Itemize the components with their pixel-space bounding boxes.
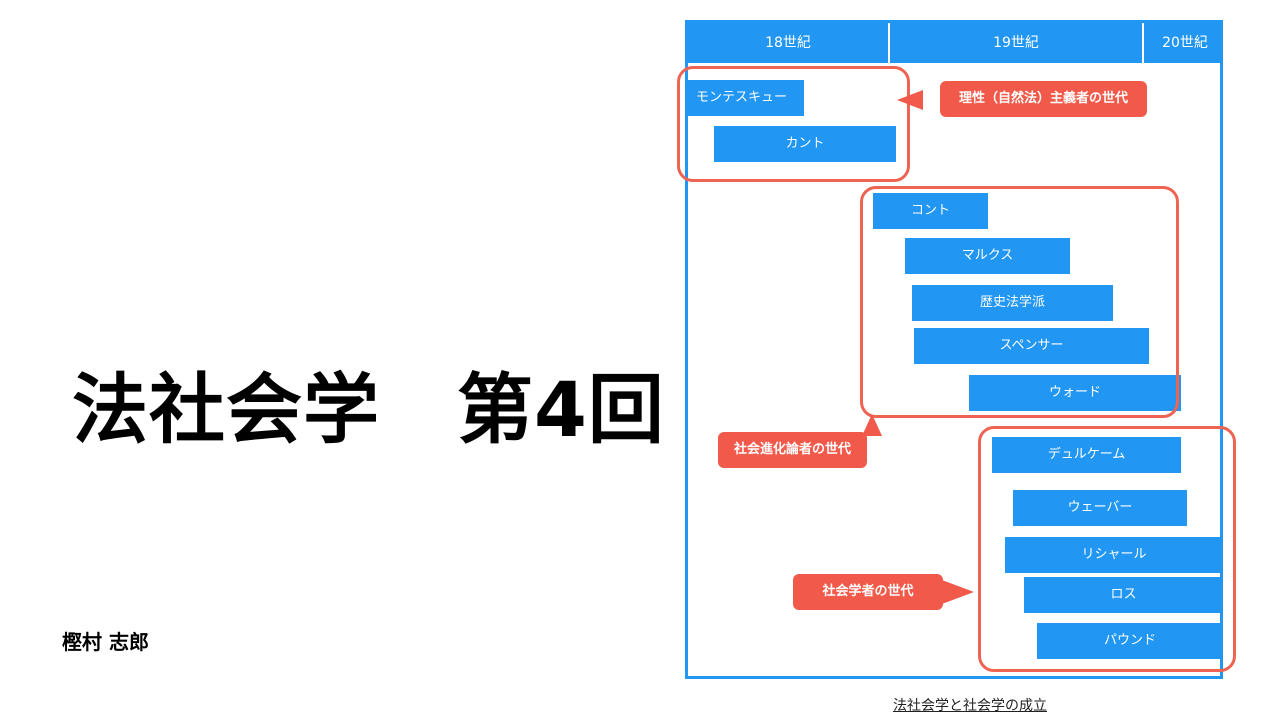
bar-kant: カント (714, 126, 896, 162)
callout-rationalist-generation: 理性（自然法）主義者の世代 (940, 81, 1147, 117)
slide-title: 法社会学 第4回 (72, 365, 665, 454)
bar-weber: ウェーバー (1013, 490, 1187, 526)
author-name: 樫村 志郎 (62, 630, 149, 654)
callout-arrow (897, 90, 923, 110)
bar-comte: コント (873, 193, 988, 229)
group-outline-social-evolutionists (860, 186, 1179, 418)
century-header: 18世紀 19世紀 20世紀 (688, 23, 1220, 63)
bar-historical-school: 歴史法学派 (912, 285, 1113, 321)
diagram-caption: 法社会学と社会学の成立 (893, 698, 1047, 714)
group-outline-sociologists (978, 426, 1236, 672)
bar-durkheim: デュルケーム (992, 437, 1181, 473)
group-outline-rationalists (677, 66, 910, 182)
bar-marx: マルクス (905, 238, 1070, 274)
century-divider (888, 23, 890, 63)
century-divider (1142, 23, 1144, 63)
callout-sociologist-generation: 社会学者の世代 (793, 574, 943, 610)
callout-social-evolutionist-generation: 社会進化論者の世代 (718, 432, 867, 468)
bar-ross: ロス (1024, 577, 1223, 613)
callout-arrow (942, 580, 974, 604)
bar-pound: パウンド (1037, 623, 1223, 659)
bar-montesquieu: モンテスキュー (686, 80, 804, 116)
century-20th: 20世紀 (1162, 35, 1208, 51)
century-19th: 19世紀 (993, 35, 1039, 51)
bar-ward: ウォード (969, 375, 1181, 411)
bar-richard: リシャール (1005, 537, 1223, 573)
callout-arrow (862, 414, 882, 436)
bar-spencer: スペンサー (914, 328, 1149, 364)
century-18th: 18世紀 (765, 35, 811, 51)
